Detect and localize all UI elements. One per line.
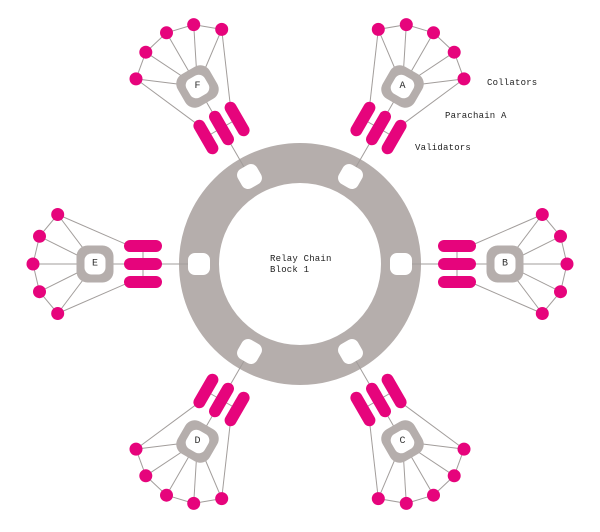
collator-to-validator-line (135, 401, 200, 450)
collator-dot (427, 26, 440, 40)
parachain-a-label: Parachain A (445, 111, 507, 121)
collator-dot (187, 496, 201, 510)
collator-dot (26, 257, 40, 271)
collator-dot (399, 496, 413, 510)
validators-label: Validators (415, 143, 472, 153)
collator-dot (33, 229, 46, 243)
validator-pill (381, 373, 407, 409)
validator-pill (350, 101, 376, 137)
parachain-letter-e: E (92, 259, 98, 270)
validator-pill (209, 110, 234, 146)
collator-dot (554, 229, 567, 243)
collator-dot (129, 442, 143, 456)
collator-dot (554, 285, 567, 299)
collator-to-validator-line (400, 78, 465, 127)
parachain-letter-b: B (502, 259, 508, 270)
collator-to-validator-line (221, 420, 232, 499)
validator-pill (366, 382, 391, 418)
parachain-node-e-inner (84, 253, 106, 275)
collator-dot (427, 488, 440, 502)
parachain-node-c-inner (390, 429, 415, 454)
validator-pill (350, 391, 376, 427)
validator-pill (438, 240, 476, 252)
collator-to-validator-line (57, 281, 131, 314)
validator-pill (124, 258, 162, 270)
validator-pill (224, 391, 250, 427)
collator-to-validator-line (368, 420, 379, 499)
collator-dot (535, 307, 549, 320)
relay-chain-label-line1: Relay Chain (270, 254, 332, 264)
collator-dot (160, 26, 173, 40)
parachain-node-a-inner (390, 74, 415, 99)
parachain-letter-d: D (194, 436, 200, 447)
collator-dot (33, 285, 46, 299)
parachain-node-b-inner (494, 253, 516, 275)
collator-dot (187, 18, 201, 32)
parachain-letter-c: C (399, 436, 405, 447)
relay-chain-label: Relay Chain Block 1 (270, 254, 332, 276)
collator-dot (399, 18, 413, 32)
validator-pill (193, 119, 219, 155)
relay-block-slot (338, 164, 363, 189)
relay-chain-label-line2: Block 1 (270, 265, 310, 275)
parachain-node-f-inner (185, 74, 210, 99)
collator-to-validator-line (400, 401, 465, 450)
relay-block-slot (237, 339, 262, 364)
collator-dot (215, 22, 229, 36)
collator-dot (51, 307, 65, 320)
collator-dot (160, 488, 173, 502)
collator-dot (51, 208, 65, 221)
collator-dot (457, 442, 471, 456)
collator-dot (447, 45, 461, 59)
relay-block-slot (338, 339, 363, 364)
validator-pill (438, 276, 476, 288)
collators-label: Collators (487, 78, 538, 88)
collator-to-validator-line (368, 29, 379, 108)
validator-pill (193, 373, 219, 409)
collator-to-validator-line (221, 29, 232, 108)
collator-dot (535, 208, 549, 221)
validator-pill (438, 258, 476, 270)
collator-dot (457, 72, 471, 86)
collator-dot (371, 22, 385, 36)
parachain-letter-f: F (194, 81, 200, 92)
validator-pill (209, 382, 234, 418)
parachain-letter-a: A (399, 81, 405, 92)
collator-dot (447, 469, 461, 483)
parachain-node-d-inner (185, 429, 210, 454)
network-shapes: A B C D E F (26, 18, 574, 510)
relay-block-slot (237, 164, 262, 189)
collator-dot (560, 257, 574, 271)
collator-dot (215, 492, 229, 506)
validator-pill (224, 101, 250, 137)
relay-block-slot (390, 253, 412, 275)
collator-dot (139, 45, 153, 59)
collator-dot (129, 72, 143, 86)
collator-to-validator-line (469, 214, 543, 247)
collator-to-validator-line (135, 78, 200, 127)
validator-pill (124, 240, 162, 252)
collator-to-validator-line (469, 281, 543, 314)
collator-to-validator-line (57, 214, 131, 247)
validator-pill (381, 119, 407, 155)
relay-block-slot (188, 253, 210, 275)
validator-pill (366, 110, 391, 146)
collator-dot (139, 469, 153, 483)
validator-pill (124, 276, 162, 288)
collator-dot (371, 492, 385, 506)
